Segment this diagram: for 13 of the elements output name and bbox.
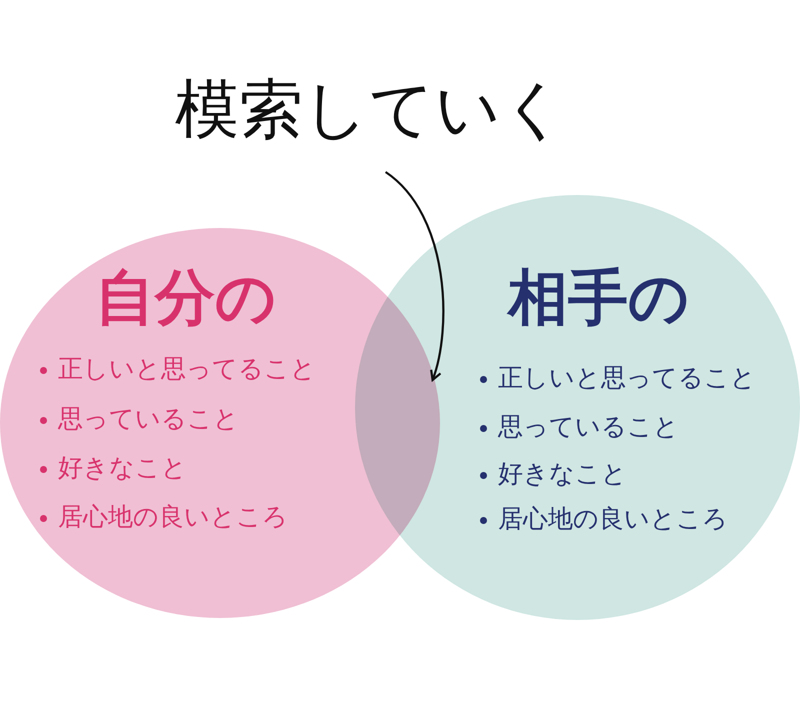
list-item-text: 正しいと思ってること [58, 353, 316, 385]
curved-arrow [384, 171, 444, 382]
heading: 相手の [508, 262, 689, 335]
ellipse [355, 195, 800, 620]
list-item-text: 好きなこと [58, 452, 187, 484]
list-item-text: 居心地の良いところ [58, 501, 288, 533]
list-item-text: 思っていること [58, 403, 239, 435]
list-item-text: 思っていること [498, 411, 679, 443]
list-item-text: 正しいと思ってること [498, 362, 756, 394]
list-item-text: 居心地の良いところ [498, 503, 728, 535]
title-text: 模索していく [175, 72, 567, 149]
list-item-text: 好きなこと [498, 458, 627, 490]
heading: 自分の [95, 262, 276, 335]
